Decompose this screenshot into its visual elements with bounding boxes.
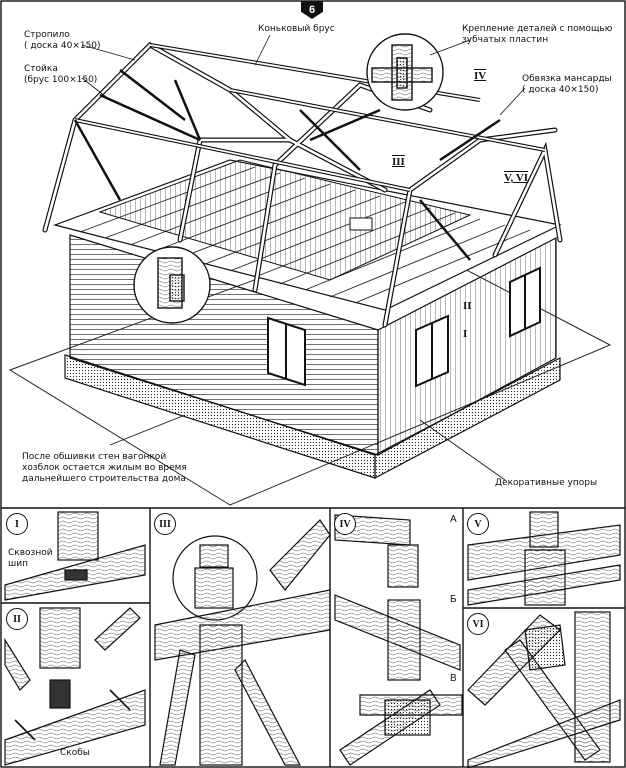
- panel-iv-letter-b: Б: [450, 594, 457, 605]
- zoom-circle-top: [366, 33, 444, 111]
- panel-iv-letter-a: А: [450, 514, 457, 525]
- panel-v-number: V: [467, 513, 489, 535]
- ridge-label: Коньковый брус: [258, 24, 335, 34]
- detail-panels-grid: [1, 507, 625, 767]
- marker-v-vi: V, VI: [504, 172, 529, 184]
- attic-binding-label: Обвязка мансарды ( доска 40×150): [522, 74, 612, 95]
- panel-vi-number: VI: [467, 613, 489, 635]
- marker-ii: II: [463, 300, 472, 312]
- utility-note-label: После обшивки стен вагонкой хозблок оста…: [22, 452, 187, 484]
- window-front: [267, 316, 306, 387]
- figure-number-badge: 6: [301, 1, 323, 19]
- panel-i-number: I: [6, 513, 28, 535]
- panel-ii-caption: Скобы: [60, 748, 90, 758]
- marker-iv: IV: [474, 70, 487, 82]
- marker-iii: III: [392, 156, 405, 168]
- fastening-label: Крепление деталей с помощью зубчатых пла…: [462, 24, 613, 45]
- panel-iii-number: III: [154, 513, 176, 535]
- marker-i: I: [463, 328, 468, 340]
- zoom-circle-front: [133, 246, 211, 324]
- rafter-label: Стропило ( доска 40×150): [24, 30, 101, 51]
- panel-iv-letter-v: В: [450, 673, 457, 684]
- decor-supports-label: Декоративные упоры: [495, 478, 598, 488]
- panel-iv-number: IV: [334, 513, 356, 535]
- panel-i-caption: Сквозной шип: [8, 548, 53, 569]
- panel-ii-number: II: [6, 608, 28, 630]
- post-label: Стойка (брус 100×150): [24, 64, 98, 85]
